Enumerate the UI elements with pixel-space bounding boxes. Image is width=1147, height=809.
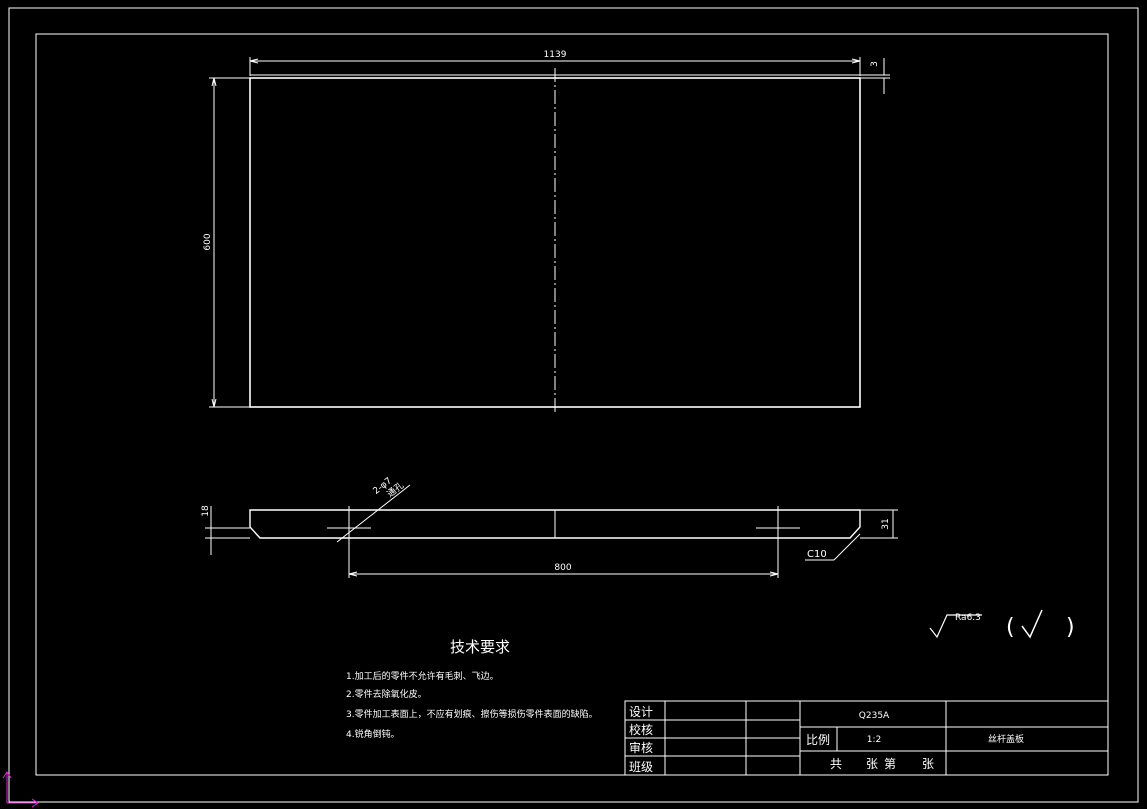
sheet-border [8, 7, 1139, 803]
title-scale-label: 比例 [806, 733, 830, 747]
dim-top-thickness-text: 3 [870, 61, 880, 67]
surface-finish-label: Ra6.3 [955, 613, 981, 623]
dim-side-right [860, 509, 898, 539]
surface-finish-paren-open: ( [1006, 615, 1015, 640]
tech-req-item-4: 4.锐角倒钝。 [346, 728, 400, 740]
top-view [249, 68, 861, 413]
dim-top-thickness [860, 58, 890, 94]
surface-finish-paren-close: ) [1066, 615, 1075, 640]
title-row-label-4: 班级 [629, 760, 653, 774]
title-material: Q235A [859, 711, 890, 721]
tech-req-item-2: 2.零件去除氧化皮。 [346, 688, 427, 700]
chamfer-leader [805, 533, 861, 561]
surface-finish-symbol [929, 614, 982, 639]
hole-left-center [327, 506, 371, 542]
tech-req-item-3: 3.零件加工表面上，不应有划痕、擦伤等损伤零件表面的缺陷。 [346, 708, 598, 720]
surface-finish-check-icon [1021, 609, 1043, 639]
title-row-label-2: 校核 [629, 722, 653, 737]
title-scale-value: 1:2 [867, 735, 881, 745]
dim-top-height-text: 600 [203, 233, 213, 250]
title-row-label-1: 设计 [629, 705, 653, 719]
tech-req-title: 技术要求 [450, 638, 510, 656]
dim-top-width-text: 1139 [544, 50, 567, 60]
title-row-label-3: 审核 [629, 740, 653, 755]
title-sheet-unit2: 张 [922, 757, 934, 771]
title-sheet-seq: 第 [884, 757, 896, 771]
dim-hole-span-text: 800 [554, 563, 571, 573]
title-part-name: 丝杆盖板 [988, 733, 1024, 745]
side-view [249, 506, 861, 542]
dim-side-left-text: 18 [201, 505, 211, 517]
tech-req-item-1: 1.加工后的零件不允许有毛刺、飞边。 [346, 670, 499, 682]
title-block-grid [624, 700, 1109, 776]
hole-right-center [756, 506, 800, 542]
dim-top-height [209, 77, 250, 408]
dim-side-left [205, 506, 250, 555]
dim-hole-span [348, 542, 779, 578]
hole-callout-leader [336, 484, 411, 543]
title-sheet-unit1: 张 [866, 757, 878, 771]
chamfer-text: C10 [807, 549, 827, 560]
dim-top-width [249, 57, 861, 76]
dim-side-right-text: 31 [881, 518, 891, 529]
title-sheet-total: 共 [830, 757, 842, 771]
ucs-axis-icon [2, 771, 39, 808]
